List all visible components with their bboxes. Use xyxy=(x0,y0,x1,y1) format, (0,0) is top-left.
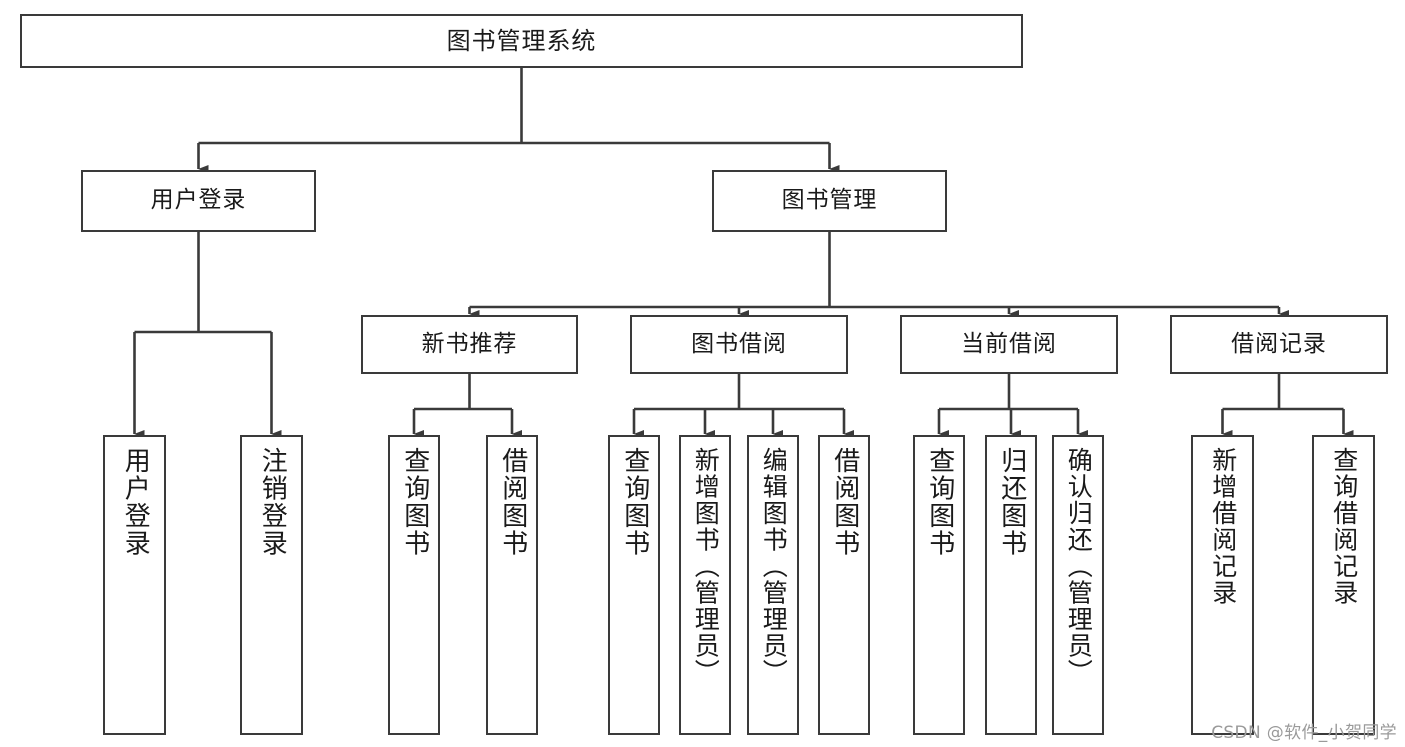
node-records[interactable]: 借阅记录 xyxy=(1170,315,1388,374)
node-label: 编辑图书（管理员） xyxy=(759,447,789,686)
node-label: 用户登录 xyxy=(120,447,151,558)
node-borrow[interactable]: 图书借阅 xyxy=(630,315,848,374)
node-label: 借阅图书 xyxy=(829,447,860,558)
node-l-confirm[interactable]: 确认归还（管理员） xyxy=(1052,435,1104,735)
node-l-login[interactable]: 用户登录 xyxy=(103,435,166,735)
node-l-addrec[interactable]: 新增借阅记录 xyxy=(1191,435,1254,735)
node-l-return[interactable]: 归还图书 xyxy=(985,435,1037,735)
node-label: 用户登录 xyxy=(150,187,247,214)
node-label: 新增图书（管理员） xyxy=(691,447,721,686)
node-label: 当前借阅 xyxy=(961,330,1057,357)
node-label: 查询图书 xyxy=(399,447,430,558)
node-l-query2[interactable]: 查询图书 xyxy=(608,435,660,735)
node-bookmgmt[interactable]: 图书管理 xyxy=(712,170,947,232)
node-l-logout[interactable]: 注销登录 xyxy=(240,435,303,735)
node-label: 图书借阅 xyxy=(691,330,787,357)
node-l-query1[interactable]: 查询图书 xyxy=(388,435,440,735)
node-label: 借阅图书 xyxy=(497,447,528,558)
node-l-addbook[interactable]: 新增图书（管理员） xyxy=(679,435,731,735)
node-label: 新增借阅记录 xyxy=(1208,447,1238,606)
node-label: 查询借阅记录 xyxy=(1329,447,1359,606)
node-label: 归还图书 xyxy=(996,447,1027,558)
node-label: 查询图书 xyxy=(619,447,650,558)
node-l-borrow2[interactable]: 借阅图书 xyxy=(818,435,870,735)
node-root[interactable]: 图书管理系统 xyxy=(20,14,1023,68)
node-l-query3[interactable]: 查询图书 xyxy=(913,435,965,735)
node-l-borrow1[interactable]: 借阅图书 xyxy=(486,435,538,735)
node-label: 查询图书 xyxy=(924,447,955,558)
csdn-watermark: CSDN @软件_小贺同学 xyxy=(1211,723,1397,743)
node-label: 图书管理 xyxy=(781,187,878,214)
node-l-queryrec[interactable]: 查询借阅记录 xyxy=(1312,435,1375,735)
node-label: 新书推荐 xyxy=(421,330,518,357)
node-newbook[interactable]: 新书推荐 xyxy=(361,315,578,374)
node-label: 图书管理系统 xyxy=(446,26,597,55)
node-label: 注销登录 xyxy=(257,447,288,558)
node-login[interactable]: 用户登录 xyxy=(81,170,316,232)
node-current[interactable]: 当前借阅 xyxy=(900,315,1118,374)
node-label: 确认归还（管理员） xyxy=(1064,447,1094,686)
node-l-editbook[interactable]: 编辑图书（管理员） xyxy=(747,435,799,735)
node-label: 借阅记录 xyxy=(1231,330,1327,357)
